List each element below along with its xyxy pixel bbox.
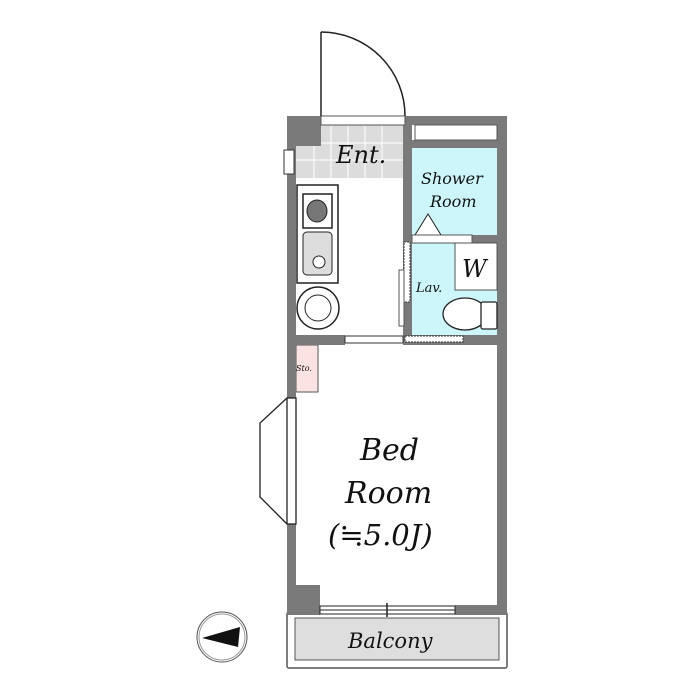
- north-arrow-icon: [196, 611, 248, 663]
- label-bedroom-size: (≒5.0J): [328, 518, 433, 552]
- label-lavatory: Lav.: [415, 281, 442, 296]
- label-washer: W: [462, 255, 489, 283]
- balcony: [286, 611, 508, 669]
- label-shower-room: Room: [429, 192, 476, 211]
- washer-space: [454, 242, 498, 291]
- entry-door[interactable]: [320, 31, 406, 117]
- bay-window: [259, 397, 297, 525]
- kitchen: [296, 184, 340, 330]
- label-bedroom-room: Room: [344, 476, 432, 511]
- label-balcony: Balcony: [347, 629, 434, 653]
- label-shower: Shower: [421, 169, 484, 188]
- toilet-icon: [442, 297, 498, 331]
- balcony-window[interactable]: [319, 603, 456, 617]
- label-storage: Sto.: [296, 364, 312, 373]
- label-entrance: Ent.: [335, 141, 386, 169]
- bedroom: [296, 345, 497, 605]
- label-bedroom: Bed: [359, 433, 419, 468]
- sink-icon: [302, 231, 333, 276]
